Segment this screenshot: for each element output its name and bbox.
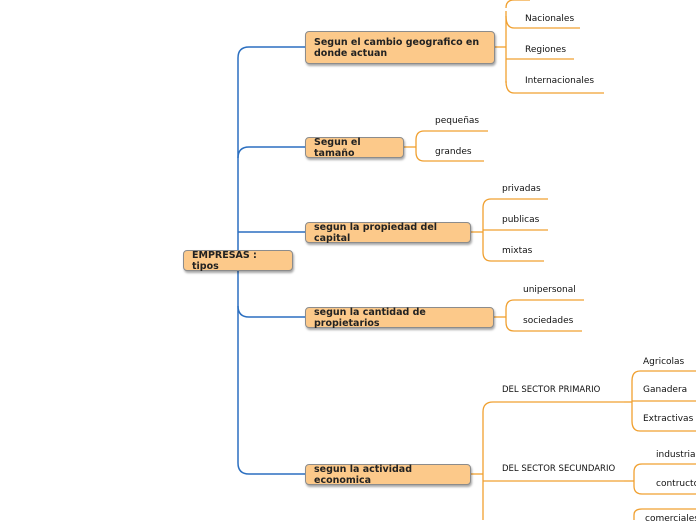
branch-label: segun la cantidad de propietarios <box>314 306 426 329</box>
leaf-internacionales[interactable]: Internacionales <box>525 76 595 86</box>
leaf-contructo[interactable]: contructo <box>656 479 696 489</box>
branch-actividad-economica[interactable]: segun la actividad economica <box>305 463 471 486</box>
leaf-unipersonal[interactable]: unipersonal <box>523 285 576 295</box>
leaf-mixtas[interactable]: mixtas <box>502 246 533 256</box>
branch-label: segun la propiedad del capital <box>314 221 438 244</box>
leaf-publicas[interactable]: publicas <box>502 215 540 225</box>
leaf-pequenas[interactable]: pequeñas <box>435 116 480 126</box>
branch-label: Segun el cambio geografico en donde actu… <box>314 36 480 59</box>
leaf-sociedades[interactable]: sociedades <box>523 316 574 326</box>
root-node[interactable]: EMPRESAS : tipos <box>183 249 293 272</box>
branch-tamano[interactable]: Segun el tamaño <box>305 136 404 159</box>
leaf-agricolas[interactable]: Agricolas <box>643 357 685 367</box>
leaf-privadas[interactable]: privadas <box>502 184 541 194</box>
branch-label: segun la actividad economica <box>314 463 413 486</box>
branch-propiedad-capital[interactable]: segun la propiedad del capital <box>305 221 471 244</box>
sector-primario[interactable]: DEL SECTOR PRIMARIO <box>502 385 601 395</box>
leaf-industria[interactable]: industria <box>656 450 696 460</box>
leaf-regiones[interactable]: Regiones <box>525 45 567 55</box>
branch-cantidad-propietarios[interactable]: segun la cantidad de propietarios <box>305 306 494 329</box>
leaf-grandes[interactable]: grandes <box>435 147 472 157</box>
leaf-comerciales[interactable]: comerciales <box>645 514 696 524</box>
root-label: EMPRESAS : tipos <box>192 249 257 272</box>
leaf-nacionales[interactable]: Nacionales <box>525 14 575 24</box>
branch-label: Segun el tamaño <box>314 136 361 159</box>
leaf-extractivas[interactable]: Extractivas <box>643 414 694 424</box>
branch-geografico[interactable]: Segun el cambio geografico en donde actu… <box>305 31 495 64</box>
sector-secundario[interactable]: DEL SECTOR SECUNDARIO <box>502 464 616 474</box>
leaf-ganadera[interactable]: Ganadera <box>643 385 688 395</box>
